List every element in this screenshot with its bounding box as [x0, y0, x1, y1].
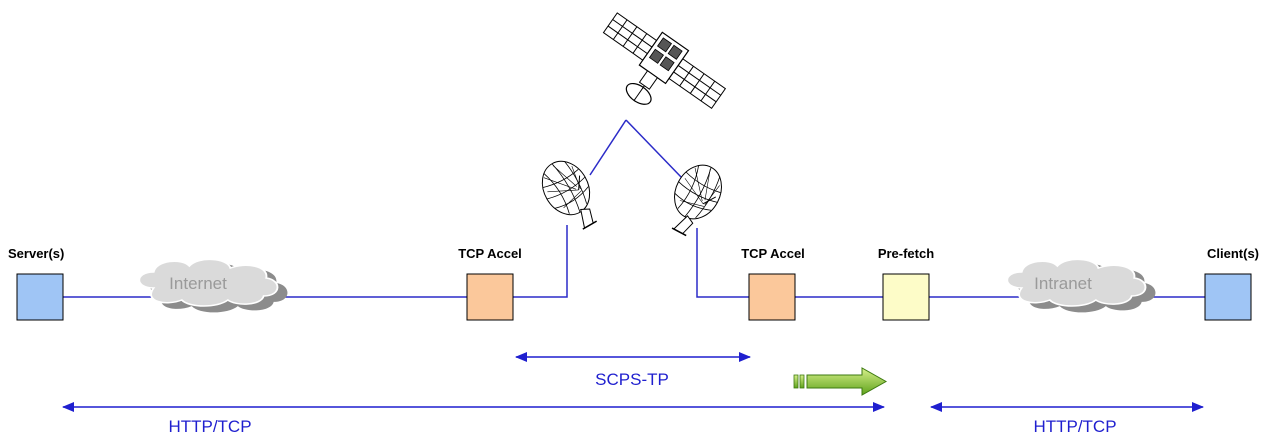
cloud-internet: Internet	[138, 258, 288, 313]
link-dish-right-to-accel	[696, 228, 749, 298]
link-dish-left-to-satellite	[589, 119, 627, 176]
satellite-icon	[602, 12, 727, 110]
tcp-accel-right-box	[748, 273, 796, 321]
cloud-label-intranet: Intranet	[1034, 274, 1092, 293]
protocol-label-scps-tp: SCPS-TP	[595, 370, 669, 389]
cloud-intranet: Intranet	[1006, 258, 1156, 313]
link-accel-to-dish-left	[513, 225, 568, 298]
server-box	[16, 273, 64, 321]
node-tcp-accel-right: TCP Accel	[741, 246, 805, 321]
protocol-label-http-tcp-left: HTTP/TCP	[168, 417, 251, 436]
prefetch-box	[882, 273, 930, 321]
protocol-arrows	[62, 352, 1204, 412]
satellite-dish-icon	[657, 156, 732, 242]
node-client: Client(s)	[1204, 246, 1259, 321]
node-tcp-accel-left: TCP Accel	[458, 246, 522, 321]
cloud-label-internet: Internet	[169, 274, 227, 293]
tcp-accel-left-box	[466, 273, 514, 321]
node-label-tcp-accel-left: TCP Accel	[458, 246, 522, 261]
node-label-client: Client(s)	[1207, 246, 1259, 261]
node-server: Server(s)	[8, 246, 64, 321]
direction-arrow-icon	[793, 367, 888, 396]
node-label-server: Server(s)	[8, 246, 64, 261]
node-label-tcp-accel-right: TCP Accel	[741, 246, 805, 261]
protocol-label-http-tcp-right: HTTP/TCP	[1033, 417, 1116, 436]
node-label-prefetch: Pre-fetch	[878, 246, 934, 261]
link-satellite-to-dish-right	[625, 119, 683, 179]
node-prefetch: Pre-fetch	[878, 246, 934, 321]
client-box	[1204, 273, 1252, 321]
